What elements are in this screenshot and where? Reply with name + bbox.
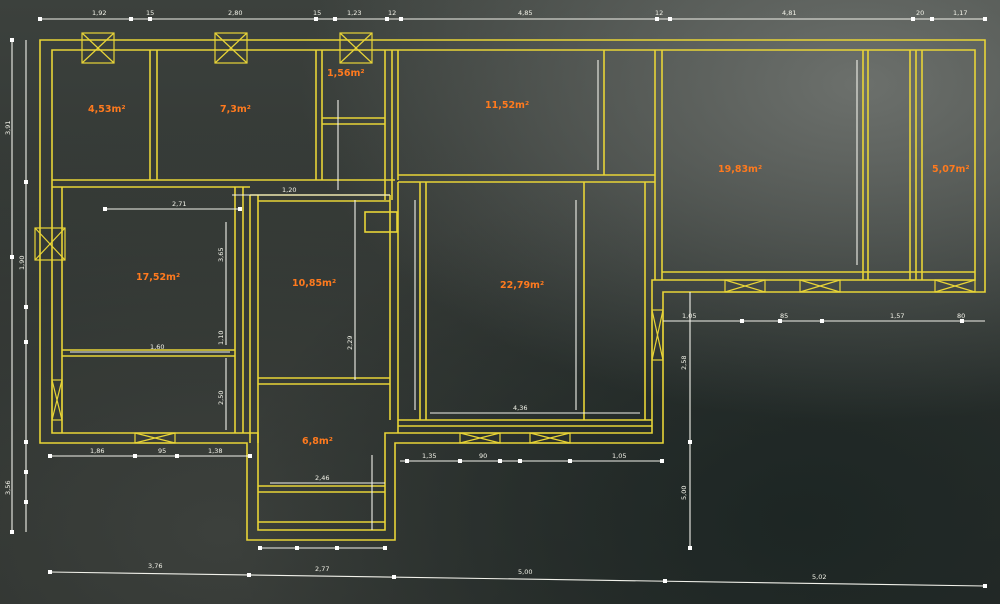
dim-1-57: 1,57 [890, 312, 904, 320]
dim-2-58: 2,58 [680, 356, 688, 370]
left-dim-1: 3,91 [4, 121, 12, 135]
dim-2-29: 2,29 [346, 336, 354, 350]
windows [34, 32, 976, 444]
room-area-17-52: 17,52m² [136, 272, 180, 283]
bottom-dim-3: 5,00 [518, 568, 532, 576]
dim-5-00: 5,00 [680, 486, 688, 500]
top-dim-9: 4,81 [782, 9, 796, 17]
dim-1-20: 1,20 [282, 186, 296, 194]
dim-1-86: 1,86 [90, 447, 104, 455]
dim-95: 95 [158, 447, 166, 455]
interior-dimension-lines: 2,71 1,20 3,65 1,10 2,50 1,60 95 1,38 1,… [48, 60, 985, 550]
dim-1-10: 1,10 [217, 331, 225, 345]
bottom-dim-4: 5,02 [812, 573, 826, 581]
bottom-dimension-line: 3,76 2,77 5,00 5,02 [48, 562, 987, 588]
dim-1-05b: 1,05 [682, 312, 696, 320]
bottom-dim-1: 3,76 [148, 562, 162, 570]
left-dim-3: 3,56 [4, 481, 12, 495]
top-dim-11: 1,17 [953, 9, 967, 17]
room-area-11-52: 11,52m² [485, 100, 529, 111]
dim-1-38: 1,38 [208, 447, 222, 455]
dim-85: 85 [780, 312, 788, 320]
top-dim-4: 15 [313, 9, 321, 17]
dim-3-65: 3,65 [217, 248, 225, 262]
top-dimension-line: 1,92 15 2,80 15 1,23 12 4,85 12 4,81 20 … [38, 9, 987, 21]
top-dim-7: 4,85 [518, 9, 532, 17]
room-area-10-85: 10,85m² [292, 278, 336, 289]
dim-1-35: 1,35 [422, 452, 436, 460]
room-area-7-3: 7,3m² [220, 104, 251, 115]
dim-2-46: 2,46 [315, 474, 329, 482]
left-dim-2: 1,90 [18, 256, 26, 270]
room-area-1-56: 1,56m² [327, 68, 365, 79]
room-area-4-53: 4,53m² [88, 104, 126, 115]
top-dim-1: 1,92 [92, 9, 106, 17]
room-area-6-8: 6,8m² [302, 436, 333, 447]
room-area-5-07: 5,07m² [932, 164, 970, 175]
bottom-dim-2: 2,77 [315, 565, 329, 573]
top-dim-3: 2,80 [228, 9, 242, 17]
top-dim-8: 12 [655, 9, 663, 17]
room-area-22-79: 22,79m² [500, 280, 544, 291]
top-dim-5: 1,23 [347, 9, 361, 17]
left-dimension-line: 3,91 1,90 3,56 [4, 38, 28, 534]
top-dim-10: 20 [916, 9, 924, 17]
dim-2-71: 2,71 [172, 200, 186, 208]
dim-1-05a: 1,05 [612, 452, 626, 460]
dim-80: 80 [957, 312, 965, 320]
room-area-19-83: 19,83m² [718, 164, 762, 175]
room-area-labels: 4,53m² 7,3m² 1,56m² 11,52m² 19,83m² 5,07… [88, 68, 970, 447]
exterior-walls [39, 39, 986, 541]
dim-90: 90 [479, 452, 487, 460]
interior-walls [52, 50, 975, 523]
dim-1-60: 1,60 [150, 343, 164, 351]
top-dim-2: 15 [146, 9, 154, 17]
dim-2-50: 2,50 [217, 391, 225, 405]
dim-4-36: 4,36 [513, 404, 527, 412]
top-dim-6: 12 [388, 9, 396, 17]
